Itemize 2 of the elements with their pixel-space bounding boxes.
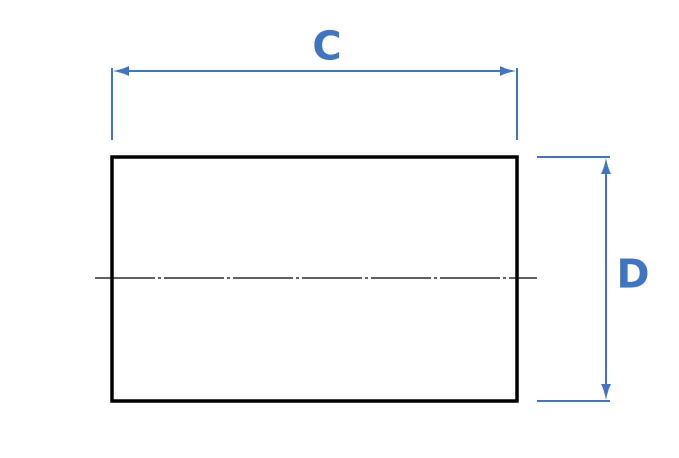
dimension-label: C	[314, 30, 340, 60]
dimension-label: D	[620, 258, 648, 288]
